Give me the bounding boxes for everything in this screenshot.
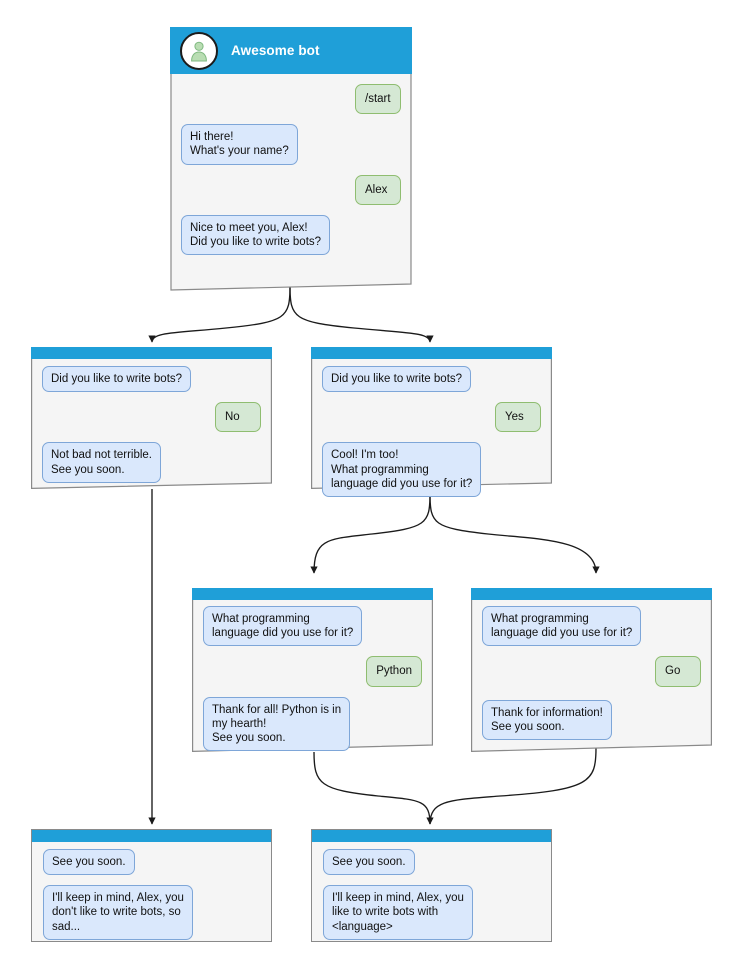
node-python-branch-chat: What programming language did you use fo… xyxy=(192,600,433,752)
message-row: No xyxy=(42,402,261,433)
edge-start-to-yes xyxy=(289,285,434,343)
user-message-bubble[interactable]: Go xyxy=(655,656,701,687)
node-go-branch-header xyxy=(471,588,712,600)
person-avatar-icon xyxy=(180,31,218,70)
node-start[interactable]: Awesome bot /start Hi there! What's your… xyxy=(170,27,412,291)
bot-name-label: Awesome bot xyxy=(231,43,320,58)
message-row: I'll keep in mind, Alex, you like to wri… xyxy=(323,885,540,940)
bot-message-bubble[interactable]: See you soon. xyxy=(323,849,415,876)
node-yes-branch-header xyxy=(311,347,552,359)
node-end-sad-header xyxy=(32,830,271,842)
user-message-bubble[interactable]: Yes xyxy=(495,402,541,433)
node-start-chat: /start Hi there! What's your name? Alex … xyxy=(170,74,412,256)
edge-python-to-end-happy xyxy=(313,751,434,825)
user-message-bubble[interactable]: No xyxy=(215,402,261,433)
node-go-branch[interactable]: What programming language did you use fo… xyxy=(471,588,712,752)
message-row: Alex xyxy=(181,174,401,205)
message-row: What programming language did you use fo… xyxy=(482,606,701,647)
edge-go-to-end-happy xyxy=(429,747,597,825)
edge-start-to-no xyxy=(148,285,291,343)
message-row: Did you like to write bots? xyxy=(322,366,541,393)
bot-message-bubble[interactable]: What programming language did you use fo… xyxy=(203,606,363,647)
bot-message-bubble[interactable]: What programming language did you use fo… xyxy=(482,606,642,647)
edge-yes-to-python xyxy=(310,493,431,574)
message-row: Yes xyxy=(322,402,541,433)
bot-message-bubble[interactable]: Did you like to write bots? xyxy=(322,366,472,393)
node-yes-branch[interactable]: Did you like to write bots? Yes Cool! I'… xyxy=(311,347,552,498)
message-row: Hi there! What's your name? xyxy=(181,124,401,165)
bot-message-bubble[interactable]: Cool! I'm too! What programming language… xyxy=(322,442,482,498)
node-end-happy-header xyxy=(312,830,551,842)
bot-message-bubble[interactable]: Not bad not terrible. See you soon. xyxy=(42,442,162,483)
node-python-branch[interactable]: What programming language did you use fo… xyxy=(192,588,433,752)
node-end-sad[interactable]: See you soon. I'll keep in mind, Alex, y… xyxy=(31,829,272,942)
message-row: Python xyxy=(203,656,422,687)
node-no-branch[interactable]: Did you like to write bots? No Not bad n… xyxy=(31,347,272,489)
bot-message-bubble[interactable]: Hi there! What's your name? xyxy=(181,124,298,165)
node-end-happy-chat: See you soon. I'll keep in mind, Alex, y… xyxy=(312,842,551,940)
bot-message-bubble[interactable]: See you soon. xyxy=(43,849,135,876)
node-end-happy[interactable]: See you soon. I'll keep in mind, Alex, y… xyxy=(311,829,552,942)
message-row: Thank for all! Python is in my hearth! S… xyxy=(203,696,422,752)
bot-message-bubble[interactable]: I'll keep in mind, Alex, you like to wri… xyxy=(323,885,473,940)
bot-message-bubble[interactable]: Thank for all! Python is in my hearth! S… xyxy=(203,696,351,752)
message-row: Did you like to write bots? xyxy=(42,366,261,393)
node-end-sad-chat: See you soon. I'll keep in mind, Alex, y… xyxy=(32,842,271,940)
message-row: Cool! I'm too! What programming language… xyxy=(322,442,541,498)
user-message-bubble[interactable]: Alex xyxy=(355,174,401,205)
message-row: Not bad not terrible. See you soon. xyxy=(42,442,261,483)
bot-message-bubble[interactable]: Thank for information! See you soon. xyxy=(482,699,612,741)
bot-message-bubble[interactable]: I'll keep in mind, Alex, you don't like … xyxy=(43,885,193,940)
edge-yes-to-go xyxy=(429,493,600,574)
message-row: I'll keep in mind, Alex, you don't like … xyxy=(43,885,260,940)
message-row: Nice to meet you, Alex! Did you like to … xyxy=(181,214,401,256)
message-row: See you soon. xyxy=(43,849,260,876)
node-no-branch-header xyxy=(31,347,272,359)
bot-message-bubble[interactable]: Did you like to write bots? xyxy=(42,366,192,393)
node-go-branch-chat: What programming language did you use fo… xyxy=(471,600,712,741)
user-message-bubble[interactable]: /start xyxy=(355,84,401,115)
message-row: See you soon. xyxy=(323,849,540,876)
node-yes-branch-chat: Did you like to write bots? Yes Cool! I'… xyxy=(311,359,552,498)
person-glyph xyxy=(191,41,207,61)
message-row: What programming language did you use fo… xyxy=(203,606,422,647)
message-row: /start xyxy=(181,84,401,115)
message-row: Thank for information! See you soon. xyxy=(482,699,701,741)
user-message-bubble[interactable]: Python xyxy=(366,656,422,687)
bot-message-bubble[interactable]: Nice to meet you, Alex! Did you like to … xyxy=(181,214,331,256)
node-start-header: Awesome bot xyxy=(170,27,412,74)
message-row: Go xyxy=(482,656,701,687)
node-python-branch-header xyxy=(192,588,433,600)
node-no-branch-chat: Did you like to write bots? No Not bad n… xyxy=(31,359,272,483)
